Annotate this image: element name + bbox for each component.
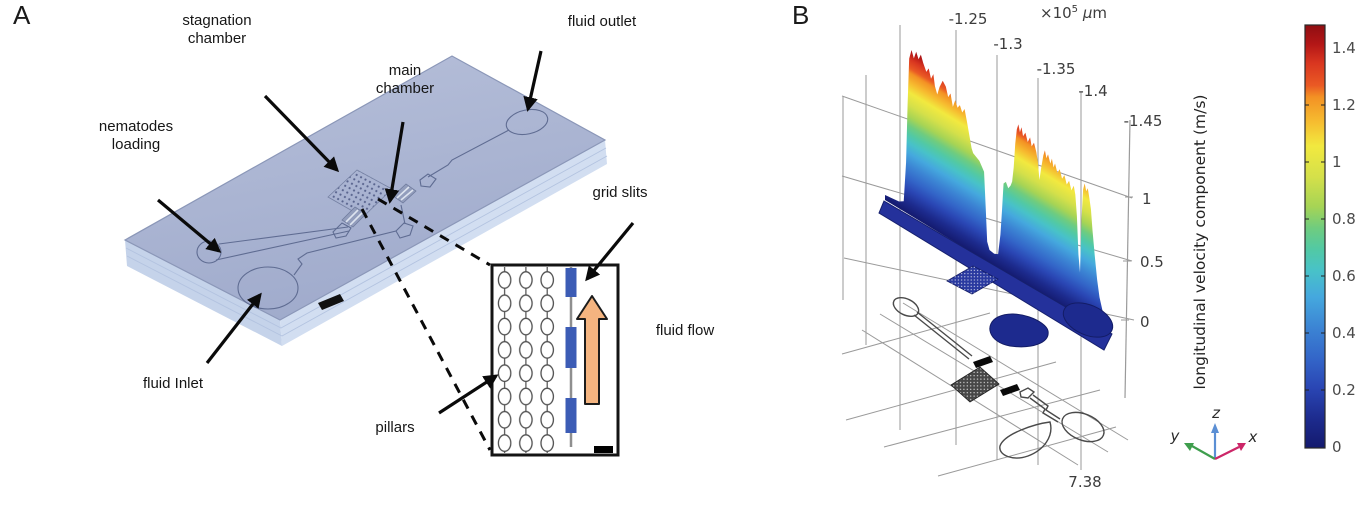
annotation-arrows [156, 50, 635, 415]
colorbar-tick: 0.6 [1332, 267, 1356, 285]
z-tick: 0 [1140, 313, 1150, 331]
arrow-fluid-outlet [523, 50, 543, 112]
arrow-grid-slits [585, 221, 635, 282]
arrow-pillars [438, 374, 499, 415]
device-outline-wireframe [892, 296, 1105, 459]
flow-direction-arrow [576, 295, 608, 405]
wireframe-inlet-ring [1061, 411, 1105, 443]
arrow-stagnation-chamber [263, 94, 340, 173]
inset-magnified-view [490, 263, 620, 457]
colorbar-tick: 0.2 [1332, 381, 1356, 399]
y-axis-unit: ×105 μm [1040, 4, 1107, 22]
chip-scale-bar [318, 294, 344, 310]
wireframe-chamber-hatch [950, 366, 1000, 403]
y-tick: -1.35 [1036, 60, 1076, 78]
label-fluid-outlet: fluid outlet [567, 13, 637, 30]
triad-z-label: z [1212, 404, 1220, 422]
label-grid-slits: grid slits [592, 184, 648, 201]
axis-gridlines [841, 25, 1135, 477]
floor-funnel-teardrop [989, 313, 1049, 348]
z-axis-line [1124, 119, 1131, 399]
arrow-fluid-inlet [205, 292, 262, 364]
magnification-dashed-line-bottom [360, 208, 492, 451]
colorbar-tick: 0 [1332, 438, 1342, 456]
y-tick: -1.45 [1123, 112, 1163, 130]
colorbar-tick: 1.4 [1332, 39, 1356, 57]
panel-a-schematic [123, 50, 635, 457]
label-stagnation-chamber: stagnation chamber [182, 12, 252, 48]
y-tick: -1.25 [948, 10, 988, 28]
panel-b-label: B [792, 0, 810, 30]
velocity-surface [885, 49, 1112, 337]
magnification-dashed-line-top [377, 197, 491, 267]
z-tick: 0.5 [1140, 253, 1164, 271]
floor-pillar-mesh [946, 265, 999, 295]
y-tick: -1.4 [1078, 82, 1108, 100]
grid-slit [565, 268, 577, 297]
x-tick: 7.38 [1068, 473, 1102, 491]
label-fluid-inlet: fluid Inlet [142, 375, 204, 392]
arrow-nematodes-loading [156, 198, 222, 253]
z-tick: 1 [1142, 190, 1152, 208]
label-fluid-flow: fluid flow [655, 322, 715, 339]
x-axis-arrow [1214, 446, 1240, 460]
label-main-chamber: main chamber [375, 62, 435, 98]
wireframe-loading-teardrop [999, 421, 1052, 459]
arrow-main-chamber [384, 121, 405, 204]
chip-side-right [280, 140, 607, 346]
grid-slit [565, 327, 577, 368]
colorbar-tick: 0.8 [1332, 210, 1356, 228]
panel-a-label: A [13, 0, 31, 30]
triad-x-label: x [1248, 428, 1258, 446]
xyz-triad [1184, 423, 1246, 460]
pillar-array [494, 267, 558, 453]
colorbar [1304, 24, 1326, 449]
wireframe-slit [1000, 384, 1020, 396]
colorbar-title: longitudinal velocity component (m/s) [1191, 94, 1209, 390]
label-nematodes-loading: nematodes loading [98, 118, 174, 154]
colorbar-tick: 1.2 [1332, 96, 1356, 114]
label-pillars: pillars [375, 419, 415, 436]
triad-y-label: y [1170, 427, 1180, 445]
y-tick: -1.3 [993, 35, 1023, 53]
fluid-inlet-circle [237, 266, 299, 310]
velocity-surface-floor [878, 200, 1114, 351]
grid-slit [565, 398, 577, 433]
floor-end-blob [1062, 302, 1114, 338]
wireframe-slit [973, 356, 993, 368]
wireframe-outlet-ring [892, 296, 920, 318]
y-axis-arrow [1191, 445, 1216, 460]
inset-scale-bar [594, 446, 613, 453]
panel-b-simulation [841, 24, 1326, 477]
colorbar-tick: 0.4 [1332, 324, 1356, 342]
colorbar-tick: 1 [1332, 153, 1342, 171]
